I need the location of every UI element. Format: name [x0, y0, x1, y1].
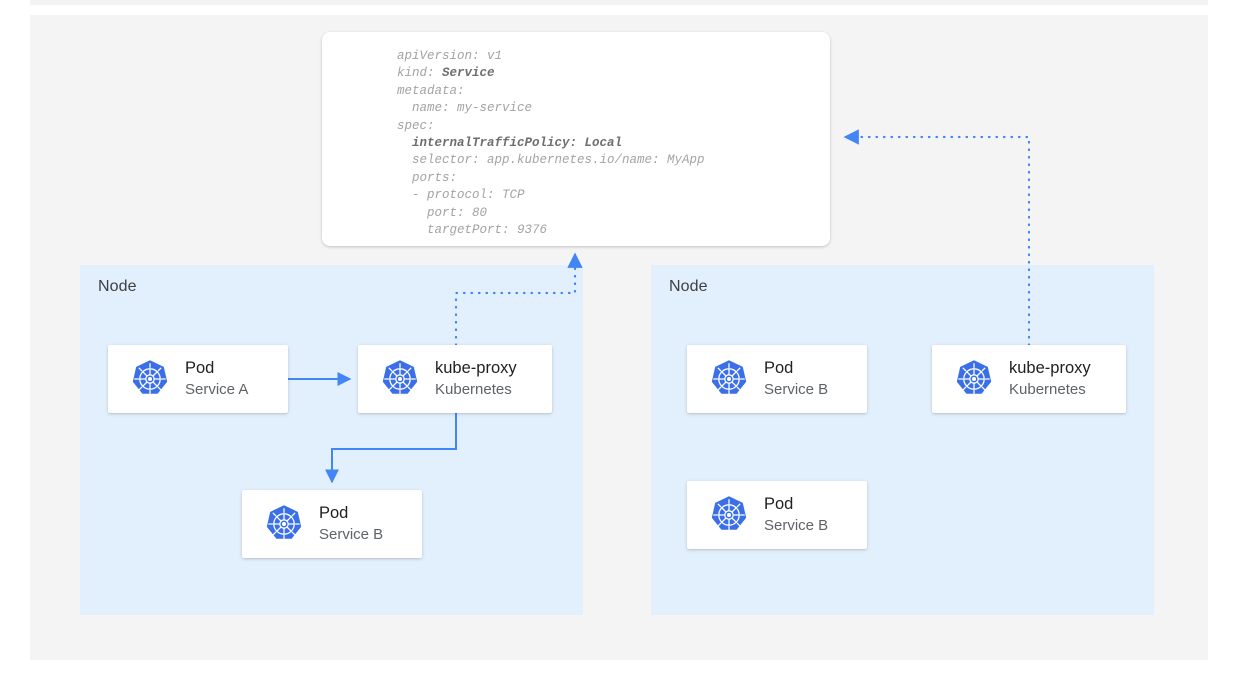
- node-container-right: Node: [651, 265, 1154, 615]
- card-title: Pod: [764, 359, 794, 377]
- card-subtitle: Service B: [764, 517, 829, 534]
- kubernetes-icon: [132, 360, 168, 395]
- card-subtitle: Service B: [319, 526, 384, 543]
- card-subtitle: Service A: [185, 381, 249, 398]
- kubernetes-icon: [711, 360, 747, 395]
- yaml-line: internalTrafficPolicy: Local: [397, 135, 705, 152]
- yaml-line: apiVersion: v1: [397, 49, 503, 63]
- yaml-line: ports:: [397, 170, 458, 185]
- yaml-line: name: my-service: [397, 101, 533, 116]
- card-text: Pod Service B: [764, 494, 828, 536]
- yaml-line: - protocol: TCP: [397, 188, 525, 203]
- kubernetes-icon: [266, 505, 302, 540]
- kubernetes-icon: [711, 496, 747, 531]
- card-pod-service-a[interactable]: Pod Service A: [108, 345, 288, 413]
- card-title: kube-proxy: [1009, 359, 1091, 377]
- card-subtitle: Service B: [764, 381, 829, 398]
- top-strip: [30, 0, 1208, 5]
- kubernetes-icon: [382, 360, 418, 395]
- node-label-left: Node: [98, 278, 137, 295]
- card-text: kube-proxy Kubernetes: [1009, 358, 1091, 400]
- card-title: Pod: [764, 495, 794, 513]
- card-text: kube-proxy Kubernetes: [435, 358, 517, 400]
- service-manifest-yaml: apiVersion: v1 kind: Service metadata: nam…: [397, 48, 705, 239]
- yaml-line: metadata:: [397, 83, 465, 98]
- card-pod-service-b-left[interactable]: Pod Service B: [242, 490, 422, 558]
- yaml-line: spec:: [397, 118, 435, 133]
- card-pod-service-b-right-bottom[interactable]: Pod Service B: [687, 481, 867, 549]
- card-pod-service-b-right-top[interactable]: Pod Service B: [687, 345, 867, 413]
- yaml-line: selector: app.kubernetes.io/name: MyApp: [397, 153, 705, 168]
- card-title: Pod: [319, 504, 349, 522]
- yaml-line: kind: Service: [397, 66, 495, 81]
- card-text: Pod Service B: [764, 358, 828, 400]
- yaml-line: targetPort: 9376: [397, 223, 548, 238]
- card-subtitle: Kubernetes: [1009, 381, 1086, 398]
- yaml-emphasis: internalTrafficPolicy: Local: [412, 136, 623, 151]
- node-container-left: Node: [80, 265, 583, 615]
- card-text: Pod Service B: [319, 503, 383, 545]
- card-kube-proxy-right[interactable]: kube-proxy Kubernetes: [932, 345, 1126, 413]
- yaml-emphasis: Service: [442, 66, 495, 81]
- kubernetes-icon: [956, 360, 992, 395]
- card-title: kube-proxy: [435, 359, 517, 377]
- yaml-line: port: 80: [397, 205, 488, 220]
- card-kube-proxy-left[interactable]: kube-proxy Kubernetes: [358, 345, 552, 413]
- card-text: Pod Service A: [185, 358, 248, 400]
- service-manifest-card: apiVersion: v1 kind: Service metadata: nam…: [322, 32, 830, 246]
- node-label-right: Node: [669, 278, 708, 295]
- card-title: Pod: [185, 359, 215, 377]
- card-subtitle: Kubernetes: [435, 381, 512, 398]
